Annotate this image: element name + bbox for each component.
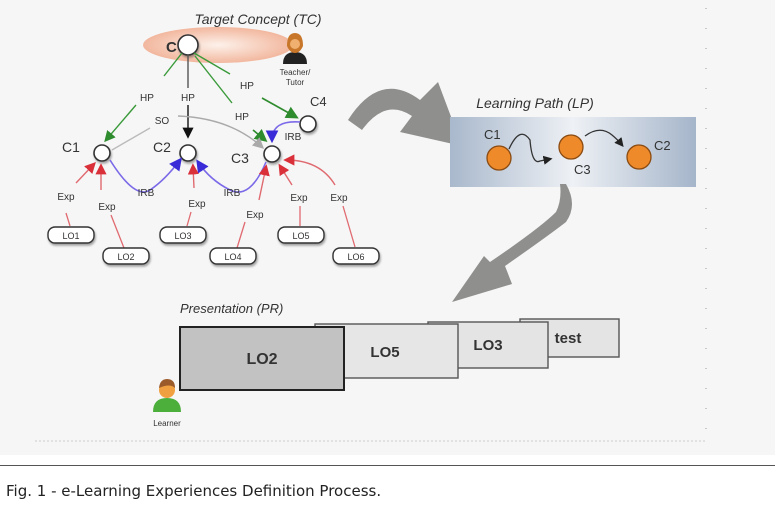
edge-c-c4-hp bbox=[261, 97, 299, 119]
presentation-card-test-label: test bbox=[555, 330, 582, 347]
exp-connector-1 bbox=[65, 212, 71, 227]
concept-c-node bbox=[177, 34, 199, 56]
teacher-label-line2: Tutor bbox=[286, 78, 305, 87]
exp-label-2: Exp bbox=[98, 202, 116, 213]
edge-exp-lo4-c3 bbox=[258, 164, 270, 201]
lp-node-c3 bbox=[558, 134, 584, 160]
edge-exp-lo5-c3 bbox=[278, 163, 293, 186]
exp-connector-4 bbox=[236, 221, 246, 249]
presentation-card-lo2-label: LO2 bbox=[246, 351, 277, 368]
irb-label-3: IRB bbox=[285, 132, 302, 143]
lo-pill-5: LO5 bbox=[277, 226, 325, 244]
hp-label-1: HP bbox=[140, 93, 154, 104]
lo-pill-2: LO2 bbox=[102, 247, 150, 265]
lo-pill-1: LO1 bbox=[47, 226, 95, 244]
lo-pill-2-label: LO2 bbox=[117, 252, 134, 262]
lp-node-c1-label: C1 bbox=[484, 127, 501, 142]
edge-irb-c3-c2 bbox=[196, 159, 267, 193]
learning-path-title: Learning Path (LP) bbox=[476, 95, 594, 111]
lo-pill-3: LO3 bbox=[159, 226, 207, 244]
concept-c4-node bbox=[299, 115, 317, 133]
concept-c-label: C bbox=[166, 39, 177, 56]
hp-label-2: HP bbox=[181, 93, 195, 104]
edge-c-c3-hp bbox=[252, 128, 268, 143]
figure-panel: Target Concept (TC) C Teacher/ Tutor HP … bbox=[35, 8, 707, 442]
lp-node-c3-label: C3 bbox=[574, 162, 591, 177]
lo-pill-4: LO4 bbox=[209, 247, 257, 265]
irb-label-1: IRB bbox=[138, 188, 155, 199]
concept-c2-node bbox=[179, 144, 197, 162]
exp-label-4: Exp bbox=[246, 210, 264, 221]
edge-so-c1 bbox=[111, 127, 151, 151]
exp-label-5: Exp bbox=[290, 193, 308, 204]
diagram-canvas: Target Concept (TC) C Teacher/ Tutor HP … bbox=[35, 8, 707, 442]
edge-so-c3 bbox=[177, 115, 265, 149]
lp-edge-c3-c2 bbox=[584, 129, 624, 148]
lo-pill-6-label: LO6 bbox=[347, 252, 364, 262]
flow-arrow-lp-to-pr bbox=[452, 184, 572, 302]
exp-label-3: Exp bbox=[188, 199, 206, 210]
edge-irb-c4-c3 bbox=[265, 121, 301, 144]
concept-c4-label: C4 bbox=[310, 94, 327, 109]
target-concept-title: Target Concept (TC) bbox=[194, 11, 321, 27]
edge-exp-lo3-c2 bbox=[187, 163, 199, 189]
concept-c2-label: C2 bbox=[153, 139, 171, 155]
lp-node-c1 bbox=[486, 145, 512, 171]
concept-c3-label: C3 bbox=[231, 150, 249, 166]
lo-pill-5-label: LO5 bbox=[292, 231, 309, 241]
figure-caption: Fig. 1 - e-Learning Experiences Definiti… bbox=[6, 482, 382, 500]
presentation-card-lo2: LO2 bbox=[179, 326, 345, 391]
learner-label: Learner bbox=[153, 419, 181, 428]
edge-c-hp-diag bbox=[194, 55, 233, 104]
exp-connector-2 bbox=[110, 214, 125, 249]
lp-node-c2 bbox=[626, 144, 652, 170]
presentation-card-lo5-label: LO5 bbox=[370, 344, 399, 361]
exp-connector-3 bbox=[186, 211, 192, 227]
teacher-icon bbox=[283, 33, 307, 64]
lp-node-c2-label: C2 bbox=[654, 138, 671, 153]
edge-c-hp-left-top bbox=[163, 52, 183, 77]
lo-pill-3-label: LO3 bbox=[174, 231, 191, 241]
lo-pill-6: LO6 bbox=[332, 247, 380, 265]
lo-pill-1-label: LO1 bbox=[62, 231, 79, 241]
presentation-card-lo3-label: LO3 bbox=[473, 337, 502, 354]
presentation-title: Presentation (PR) bbox=[180, 301, 283, 316]
edge-exp-lo1-c1 bbox=[75, 161, 96, 184]
concept-c1-label: C1 bbox=[62, 139, 80, 155]
teacher-label-line1: Teacher/ bbox=[280, 68, 311, 77]
edge-irb-c1-c2 bbox=[109, 157, 182, 193]
caption-divider bbox=[0, 465, 775, 466]
so-label: SO bbox=[155, 116, 170, 127]
lo-pill-4-label: LO4 bbox=[224, 252, 241, 262]
hp-label-4: HP bbox=[235, 112, 249, 123]
edge-exp-lo6-c3 bbox=[283, 154, 336, 186]
irb-label-2: IRB bbox=[224, 188, 241, 199]
lp-edge-c1-c3 bbox=[508, 133, 553, 165]
concept-c3-node bbox=[263, 145, 281, 163]
edge-c-c1-hp bbox=[104, 104, 137, 143]
edge-c-hp-right-top bbox=[193, 52, 231, 75]
exp-connector-6 bbox=[342, 205, 356, 248]
exp-label-6: Exp bbox=[330, 193, 348, 204]
exp-label-1: Exp bbox=[57, 192, 75, 203]
learner-icon bbox=[153, 379, 181, 412]
flow-arrow-tc-to-lp bbox=[348, 82, 462, 146]
concept-c1-node bbox=[93, 144, 111, 162]
hp-label-3: HP bbox=[240, 81, 254, 92]
